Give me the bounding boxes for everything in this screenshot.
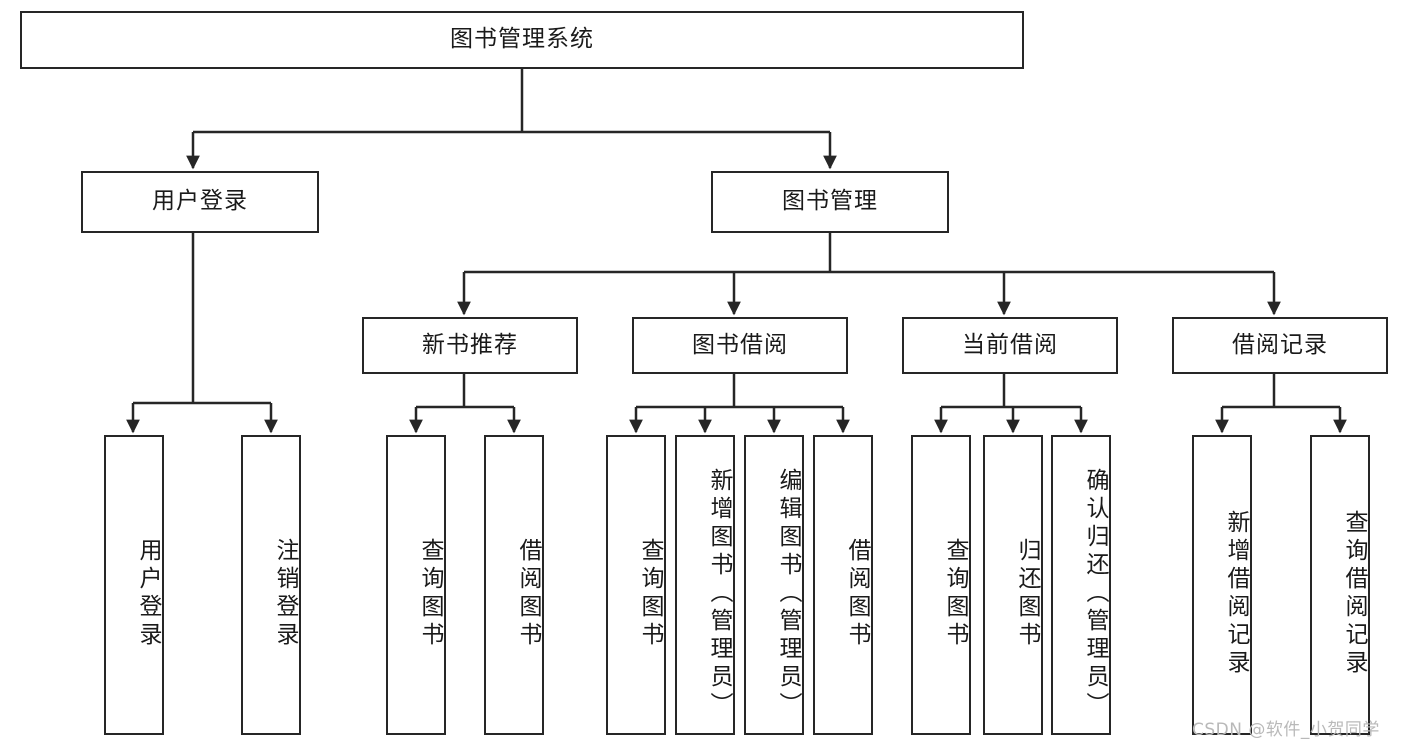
leaf-user-login[interactable]: 用户登录 [104,435,164,735]
node-current-borrow[interactable]: 当前借阅 [902,317,1118,374]
leaf-query-record-label: 查询借阅记录 [1341,510,1367,678]
leaf-add-record[interactable]: 新增借阅记录 [1192,435,1252,735]
leaf-add-record-label: 新增借阅记录 [1223,510,1249,678]
leaf-borrow-book-2-label: 借阅图书 [844,538,870,650]
leaf-query-record[interactable]: 查询借阅记录 [1310,435,1370,735]
node-new-book-recommend-label: 新书推荐 [422,331,518,358]
node-root[interactable]: 图书管理系统 [20,11,1024,69]
leaf-logout-label: 注销登录 [272,538,298,650]
leaf-borrow-book-1[interactable]: 借阅图书 [484,435,544,735]
leaf-borrow-book-1-label: 借阅图书 [515,538,541,650]
leaf-confirm-return-label: 确认归还（管理员） [1082,468,1108,720]
leaf-edit-book[interactable]: 编辑图书（管理员） [744,435,804,735]
leaf-return-book[interactable]: 归还图书 [983,435,1043,735]
leaf-query-book-3[interactable]: 查询图书 [911,435,971,735]
node-borrow-record-label: 借阅记录 [1232,331,1328,358]
leaf-logout[interactable]: 注销登录 [241,435,301,735]
node-borrow-record[interactable]: 借阅记录 [1172,317,1388,374]
leaf-user-login-label: 用户登录 [135,538,161,650]
leaf-query-book-2[interactable]: 查询图书 [606,435,666,735]
node-book-borrow-label: 图书借阅 [692,331,788,358]
leaf-add-book[interactable]: 新增图书（管理员） [675,435,735,735]
leaf-query-book-1[interactable]: 查询图书 [386,435,446,735]
node-current-borrow-label: 当前借阅 [962,331,1058,358]
node-root-label: 图书管理系统 [450,26,594,53]
leaf-query-book-3-label: 查询图书 [942,538,968,650]
node-user-login[interactable]: 用户登录 [81,171,319,233]
leaf-edit-book-label: 编辑图书（管理员） [775,468,801,720]
leaf-confirm-return[interactable]: 确认归还（管理员） [1051,435,1111,735]
node-new-book-recommend[interactable]: 新书推荐 [362,317,578,374]
node-book-borrow[interactable]: 图书借阅 [632,317,848,374]
leaf-add-book-label: 新增图书（管理员） [706,468,732,720]
leaf-query-book-1-label: 查询图书 [417,538,443,650]
leaf-query-book-2-label: 查询图书 [637,538,663,650]
leaf-return-book-label: 归还图书 [1014,538,1040,650]
leaf-borrow-book-2[interactable]: 借阅图书 [813,435,873,735]
csdn-watermark: CSDN @软件_小贺同学 [1192,720,1380,740]
node-book-manage-label: 图书管理 [782,188,878,215]
node-book-manage[interactable]: 图书管理 [711,171,949,233]
node-user-login-label: 用户登录 [152,188,248,215]
